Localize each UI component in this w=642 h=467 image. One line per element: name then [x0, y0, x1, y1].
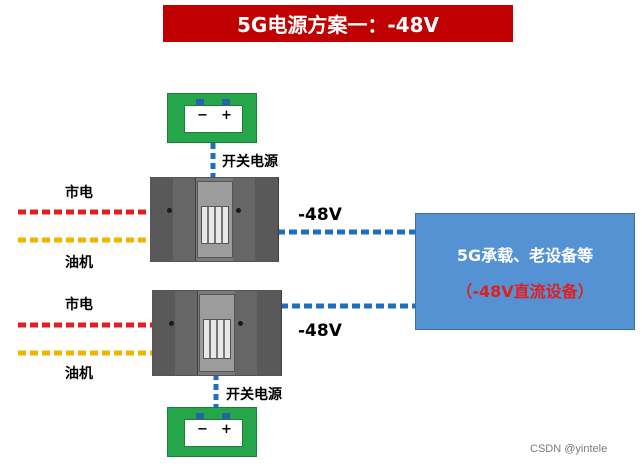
battery-positive-terminal — [222, 99, 230, 105]
battery-plus-icon: + — [221, 108, 232, 123]
switch-power-label-bottom: 开关电源 — [226, 387, 282, 403]
power-cabinet-bottom — [152, 290, 282, 376]
battery-minus-icon: − — [197, 422, 208, 437]
battery-plus-icon: + — [221, 422, 232, 437]
cabinet-door-left-2 — [173, 178, 196, 261]
battery-cell — [184, 105, 243, 133]
cabinet-door-left — [153, 291, 176, 375]
load-title: 5G承载、老设备等 — [456, 245, 594, 265]
battery-top: − + — [167, 93, 257, 143]
battery-negative-terminal — [196, 413, 204, 419]
battery-positive-terminal — [222, 413, 230, 419]
cabinet-handle-icon — [167, 208, 172, 213]
cabinet-rectifier-modules — [203, 319, 231, 359]
diesel-label-top: 油机 — [65, 255, 93, 271]
load-subtitle: （-48V直流设备） — [456, 281, 594, 301]
battery-negative-terminal — [196, 99, 204, 105]
cabinet-handle-icon — [236, 208, 241, 213]
cabinet-door-left-2 — [175, 291, 198, 375]
cabinet-door-right-2 — [255, 178, 279, 261]
cabinet-door-right-2 — [257, 291, 282, 375]
cabinet-handle-icon — [238, 321, 243, 326]
voltage-label-bottom: -48V — [298, 321, 342, 341]
cabinet-door-right — [233, 178, 256, 261]
cabinet-rectifier-modules — [201, 206, 229, 244]
cabinet-door-right — [235, 291, 258, 375]
voltage-label-top: -48V — [298, 205, 342, 225]
power-cabinet-top — [150, 177, 279, 262]
diagram-title: 5G电源方案一：-48V — [163, 5, 513, 42]
mains-label-top: 市电 — [65, 185, 93, 201]
cabinet-door-left — [151, 178, 174, 261]
watermark: CSDN @yintele — [530, 443, 608, 455]
battery-minus-icon: − — [197, 108, 208, 123]
diesel-label-bottom: 油机 — [65, 366, 93, 382]
switch-power-label-top: 开关电源 — [222, 154, 278, 170]
battery-cell — [184, 419, 243, 447]
battery-bottom: − + — [167, 407, 257, 457]
cabinet-handle-icon — [169, 321, 174, 326]
dc-load-box: 5G承载、老设备等 （-48V直流设备） — [415, 213, 635, 330]
mains-label-bottom: 市电 — [65, 297, 93, 313]
